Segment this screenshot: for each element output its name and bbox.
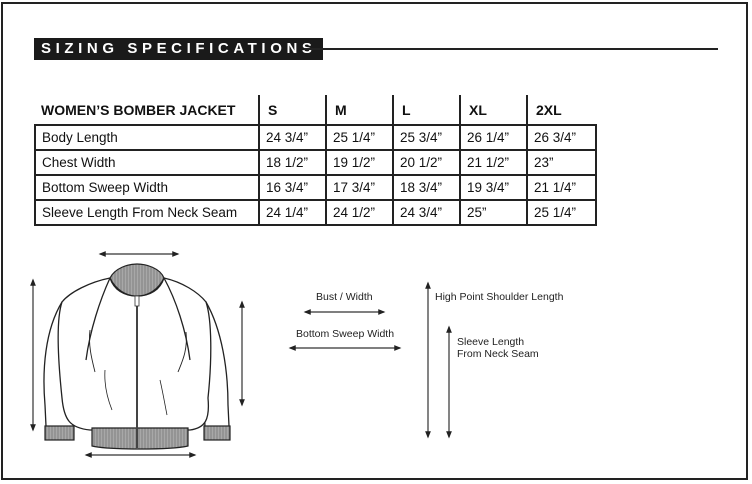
- cell-value: 24 3/4”: [258, 124, 327, 151]
- cell-value: 25”: [459, 199, 528, 226]
- cell-value: 20 1/2”: [392, 149, 461, 176]
- cell-value: 24 1/4”: [258, 199, 327, 226]
- cell-value: 23”: [526, 149, 597, 176]
- cell-value: 21 1/4”: [526, 174, 597, 201]
- table-row-chest-width: Chest Width 18 1/2” 19 1/2” 20 1/2” 21 1…: [34, 149, 597, 176]
- collar-ribbing: [109, 263, 165, 297]
- cell-value: 21 1/2”: [459, 149, 528, 176]
- size-chart-table: WOMEN’S BOMBER JACKET S M L XL 2XL Body …: [34, 95, 597, 226]
- table-row-sleeve-length: Sleeve Length From Neck Seam 24 1/4” 24 …: [34, 199, 597, 226]
- cell-value: 25 1/4”: [526, 199, 597, 226]
- cell-value: 19 1/2”: [325, 149, 394, 176]
- product-name: WOMEN’S BOMBER JACKET: [41, 101, 236, 118]
- cell-value: 26 1/4”: [459, 124, 528, 151]
- sleeve-legend-label-2: From Neck Seam: [457, 348, 539, 360]
- left-cuff: [44, 425, 75, 441]
- title-rule: [304, 48, 718, 50]
- row-label: Sleeve Length From Neck Seam: [34, 199, 260, 226]
- row-label: Chest Width: [34, 149, 260, 176]
- hem-ribbing: [91, 427, 189, 450]
- sleeve-legend-label-1: Sleeve Length: [457, 336, 525, 348]
- size-header-xl: XL: [459, 95, 527, 125]
- cell-value: 24 3/4”: [392, 199, 461, 226]
- shoulder-legend-label: High Point Shoulder Length: [435, 291, 564, 303]
- cell-value: 25 3/4”: [392, 124, 461, 151]
- table-row-bottom-sweep: Bottom Sweep Width 16 3/4” 17 3/4” 18 3/…: [34, 174, 597, 201]
- cell-value: 18 3/4”: [392, 174, 461, 201]
- bottom-sweep-legend-label: Bottom Sweep Width: [296, 328, 395, 340]
- size-header-s: S: [258, 95, 326, 125]
- table-header-row: WOMEN’S BOMBER JACKET S M L XL 2XL: [35, 95, 596, 125]
- size-header-2xl: 2XL: [526, 95, 596, 125]
- cell-value: 16 3/4”: [258, 174, 327, 201]
- size-header-l: L: [392, 95, 460, 125]
- cell-value: 24 1/2”: [325, 199, 394, 226]
- table-row-body-length: Body Length 24 3/4” 25 1/4” 25 3/4” 26 1…: [34, 124, 597, 151]
- cell-value: 25 1/4”: [325, 124, 394, 151]
- row-label: Body Length: [34, 124, 260, 151]
- right-cuff: [203, 425, 231, 441]
- size-header-m: M: [325, 95, 393, 125]
- section-title: SIZING SPECIFICATIONS: [34, 38, 323, 60]
- cell-value: 19 3/4”: [459, 174, 528, 201]
- cell-value: 18 1/2”: [258, 149, 327, 176]
- row-label: Bottom Sweep Width: [34, 174, 260, 201]
- cell-value: 17 3/4”: [325, 174, 394, 201]
- cell-value: 26 3/4”: [526, 124, 597, 151]
- bust-legend-label: Bust / Width: [316, 291, 373, 303]
